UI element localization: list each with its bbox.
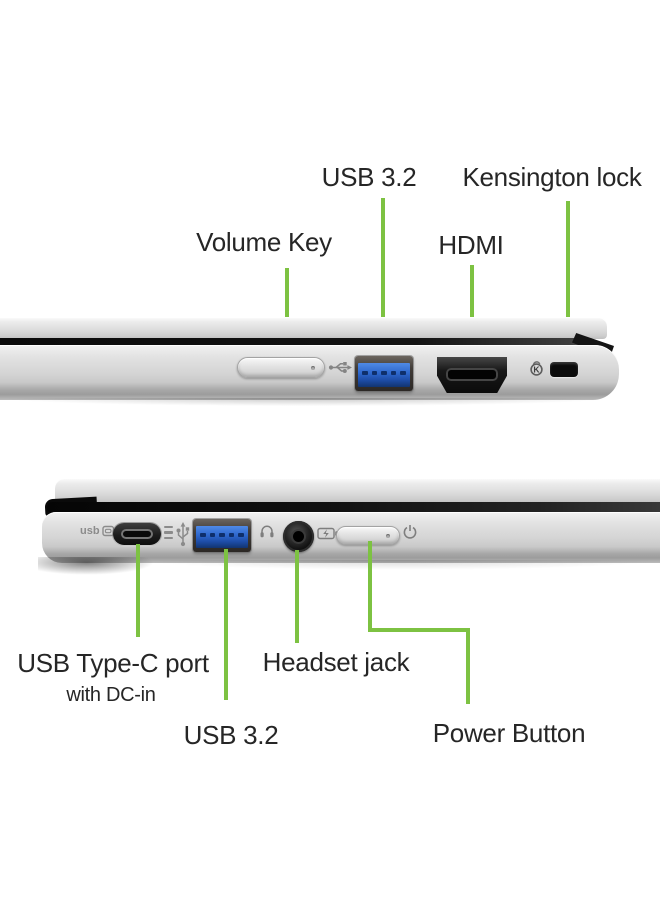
laptop-shadow xyxy=(140,560,660,570)
dc-symbol-icon xyxy=(164,526,173,540)
callout-line-usbc xyxy=(136,544,140,637)
volume-key-rocker xyxy=(237,357,325,378)
hdmi-slot xyxy=(446,367,498,382)
callout-line-kensington xyxy=(566,201,570,368)
usb-a-port xyxy=(355,356,413,391)
label-usb-type-c: USB Type-C port xyxy=(17,648,209,678)
lid-base-gap xyxy=(0,338,594,346)
lid-base-gap xyxy=(47,502,660,513)
power-symbol-icon xyxy=(403,525,417,539)
usb-a-port xyxy=(193,519,251,552)
label-kensington-lock: Kensington lock xyxy=(462,162,642,192)
callout-line-headset xyxy=(295,550,299,643)
callout-line-power-segment3 xyxy=(466,628,470,704)
usb-c-port xyxy=(113,523,161,545)
usb-dc-in-icon: usb xyxy=(80,525,117,537)
usb-a-pins xyxy=(200,533,244,538)
callout-line-power-segment1 xyxy=(368,541,372,632)
usb-a-pins xyxy=(362,371,406,376)
callout-line-power-segment2 xyxy=(368,628,470,632)
battery-charging-icon xyxy=(317,527,338,540)
callout-line-usb32-left xyxy=(224,549,228,700)
headset-icon xyxy=(260,525,274,538)
laptop-corner-shadow xyxy=(38,557,154,575)
kensington-lock-icon: K xyxy=(530,361,543,376)
callout-line-usb32-right xyxy=(381,198,385,374)
kensington-lock-slot xyxy=(550,362,578,377)
usb-c-slot xyxy=(121,529,153,539)
volume-key-dot xyxy=(311,365,315,370)
usb-trident-icon xyxy=(176,522,190,547)
laptop-shadow xyxy=(8,398,606,406)
hdmi-port xyxy=(437,357,507,393)
label-usb32-left: USB 3.2 xyxy=(183,720,279,750)
label-usb32-right: USB 3.2 xyxy=(321,162,417,192)
label-headset-jack: Headset jack xyxy=(262,647,410,677)
usb-trident-icon xyxy=(328,362,352,373)
svg-text:K: K xyxy=(533,365,540,375)
laptop-lid-edge xyxy=(0,317,607,339)
headset-jack-hole xyxy=(292,530,305,543)
label-usb-type-c-sub: with DC-in xyxy=(66,684,156,706)
headset-jack xyxy=(283,521,314,552)
label-hdmi: HDMI xyxy=(438,230,504,260)
usb-a-tongue xyxy=(196,526,248,548)
label-power-button: Power Button xyxy=(432,718,586,748)
callout-line-volume-key xyxy=(285,268,289,365)
laptop-lid-edge xyxy=(55,478,660,503)
label-volume-key: Volume Key xyxy=(196,227,332,257)
usb-a-tongue xyxy=(358,363,410,387)
power-button-dot xyxy=(386,533,390,538)
